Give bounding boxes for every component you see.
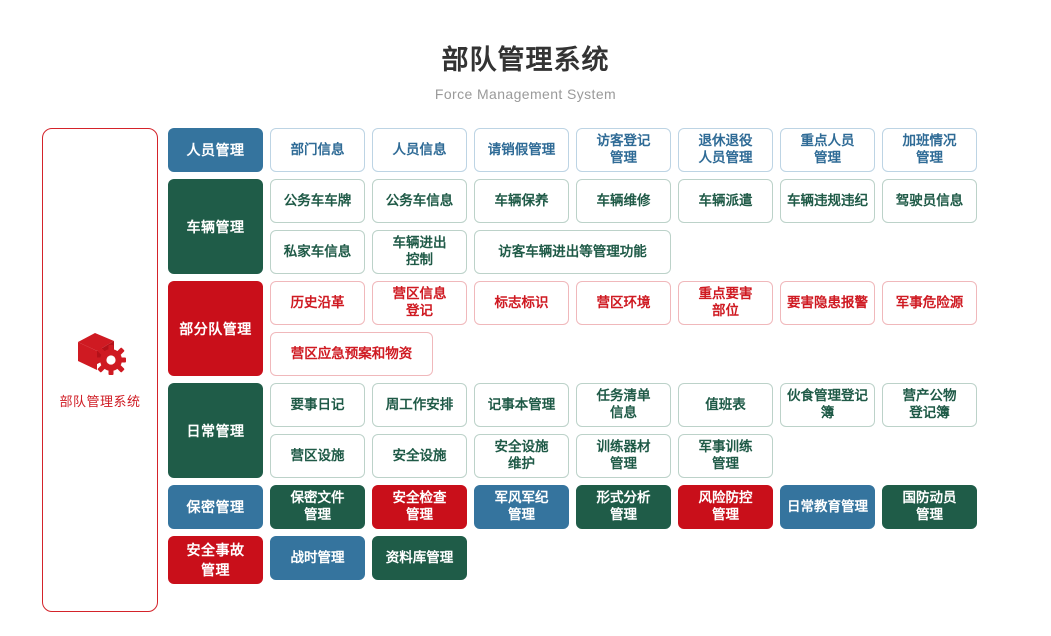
module-button[interactable]: 车辆保养 <box>474 179 569 223</box>
module-button[interactable]: 安全设施 <box>372 434 467 478</box>
module-button[interactable]: 军事危险源 <box>882 281 977 325</box>
section-rows: 公务车车牌公务车信息车辆保养车辆维修车辆派遣车辆违规违纪驾驶员信息私家车信息车辆… <box>270 179 1010 274</box>
page-header: 部队管理系统 Force Management System <box>0 0 1051 102</box>
section-label[interactable]: 安全事故 管理 <box>168 536 263 584</box>
page-title: 部队管理系统 <box>441 45 610 75</box>
module-button[interactable]: 标志标识 <box>474 281 569 325</box>
brand-label: 部队管理系统 <box>59 394 141 409</box>
module-button[interactable]: 资料库管理 <box>372 536 467 580</box>
module-button[interactable]: 伙食管理登记簿 <box>780 383 875 427</box>
module-button[interactable]: 记事本管理 <box>474 383 569 427</box>
module-row: 保密文件 管理安全检查 管理军风军纪 管理形式分析 管理风险防控 管理日常教育管… <box>270 485 1010 529</box>
module-section: 安全事故 管理战时管理资料库管理 <box>168 536 1010 584</box>
module-row: 战时管理资料库管理 <box>270 536 1010 580</box>
module-button[interactable]: 安全检查 管理 <box>372 485 467 529</box>
section-label[interactable]: 保密管理 <box>168 485 263 529</box>
module-grid: 人员管理部门信息人员信息请销假管理访客登记 管理退休退役 人员管理重点人员 管理… <box>168 128 1010 612</box>
module-row: 历史沿革营区信息 登记标志标识营区环境重点要害 部位要害隐患报警军事危险源 <box>270 281 1010 325</box>
module-button[interactable]: 值班表 <box>678 383 773 427</box>
module-button[interactable]: 营区设施 <box>270 434 365 478</box>
module-button[interactable]: 营区应急预案和物资 <box>270 332 433 376</box>
module-section: 部分队管理历史沿革营区信息 登记标志标识营区环境重点要害 部位要害隐患报警军事危… <box>168 281 1010 376</box>
section-label[interactable]: 日常管理 <box>168 383 263 478</box>
module-button[interactable]: 营区环境 <box>576 281 671 325</box>
module-button[interactable]: 风险防控 管理 <box>678 485 773 529</box>
module-button[interactable]: 形式分析 管理 <box>576 485 671 529</box>
module-button[interactable]: 营区信息 登记 <box>372 281 467 325</box>
module-button[interactable]: 重点要害 部位 <box>678 281 773 325</box>
section-label[interactable]: 部分队管理 <box>168 281 263 376</box>
module-section: 车辆管理公务车车牌公务车信息车辆保养车辆维修车辆派遣车辆违规违纪驾驶员信息私家车… <box>168 179 1010 274</box>
module-button[interactable]: 公务车车牌 <box>270 179 365 223</box>
module-row: 营区设施安全设施安全设施 维护训练器材 管理军事训练 管理 <box>270 434 1010 478</box>
module-row: 要事日记周工作安排记事本管理任务清单 信息值班表伙食管理登记簿营产公物 登记簿 <box>270 383 1010 427</box>
module-button[interactable]: 车辆维修 <box>576 179 671 223</box>
module-button[interactable]: 车辆进出 控制 <box>372 230 467 274</box>
module-button[interactable]: 保密文件 管理 <box>270 485 365 529</box>
module-button[interactable]: 重点人员 管理 <box>780 128 875 172</box>
module-button[interactable]: 历史沿革 <box>270 281 365 325</box>
module-button[interactable]: 请销假管理 <box>474 128 569 172</box>
module-button[interactable]: 人员信息 <box>372 128 467 172</box>
module-section: 人员管理部门信息人员信息请销假管理访客登记 管理退休退役 人员管理重点人员 管理… <box>168 128 1010 172</box>
module-button[interactable]: 要事日记 <box>270 383 365 427</box>
module-button[interactable]: 部门信息 <box>270 128 365 172</box>
module-row: 公务车车牌公务车信息车辆保养车辆维修车辆派遣车辆违规违纪驾驶员信息 <box>270 179 1010 223</box>
module-button[interactable]: 任务清单 信息 <box>576 383 671 427</box>
module-button[interactable]: 日常教育管理 <box>780 485 875 529</box>
module-button[interactable]: 访客登记 管理 <box>576 128 671 172</box>
module-button[interactable]: 周工作安排 <box>372 383 467 427</box>
module-button[interactable]: 要害隐患报警 <box>780 281 875 325</box>
module-button[interactable]: 国防动员 管理 <box>882 485 977 529</box>
module-row: 部门信息人员信息请销假管理访客登记 管理退休退役 人员管理重点人员 管理加班情况… <box>270 128 1010 172</box>
module-button[interactable]: 训练器材 管理 <box>576 434 671 478</box>
section-rows: 部门信息人员信息请销假管理访客登记 管理退休退役 人员管理重点人员 管理加班情况… <box>270 128 1010 172</box>
module-button[interactable]: 军风军纪 管理 <box>474 485 569 529</box>
module-button[interactable]: 驾驶员信息 <box>882 179 977 223</box>
section-rows: 历史沿革营区信息 登记标志标识营区环境重点要害 部位要害隐患报警军事危险源营区应… <box>270 281 1010 376</box>
page-subtitle: Force Management System <box>434 86 617 102</box>
module-button[interactable]: 战时管理 <box>270 536 365 580</box>
box-gear-icon <box>74 330 126 381</box>
module-button[interactable]: 营产公物 登记簿 <box>882 383 977 427</box>
section-rows: 保密文件 管理安全检查 管理军风军纪 管理形式分析 管理风险防控 管理日常教育管… <box>270 485 1010 529</box>
section-rows: 要事日记周工作安排记事本管理任务清单 信息值班表伙食管理登记簿营产公物 登记簿营… <box>270 383 1010 478</box>
module-button[interactable]: 访客车辆进出等管理功能 <box>474 230 671 274</box>
module-button[interactable]: 私家车信息 <box>270 230 365 274</box>
module-button[interactable]: 安全设施 维护 <box>474 434 569 478</box>
main-content: 部队管理系统 人员管理部门信息人员信息请销假管理访客登记 管理退休退役 人员管理… <box>42 128 1010 612</box>
section-label[interactable]: 车辆管理 <box>168 179 263 274</box>
module-row: 营区应急预案和物资 <box>270 332 1010 376</box>
module-button[interactable]: 军事训练 管理 <box>678 434 773 478</box>
brand-panel[interactable]: 部队管理系统 <box>42 128 158 612</box>
section-label[interactable]: 人员管理 <box>168 128 263 172</box>
module-button[interactable]: 加班情况 管理 <box>882 128 977 172</box>
module-button[interactable]: 公务车信息 <box>372 179 467 223</box>
module-row: 私家车信息车辆进出 控制访客车辆进出等管理功能 <box>270 230 1010 274</box>
module-section: 日常管理要事日记周工作安排记事本管理任务清单 信息值班表伙食管理登记簿营产公物 … <box>168 383 1010 478</box>
section-rows: 战时管理资料库管理 <box>270 536 1010 584</box>
module-button[interactable]: 车辆派遣 <box>678 179 773 223</box>
module-section: 保密管理保密文件 管理安全检查 管理军风军纪 管理形式分析 管理风险防控 管理日… <box>168 485 1010 529</box>
module-button[interactable]: 车辆违规违纪 <box>780 179 875 223</box>
module-button[interactable]: 退休退役 人员管理 <box>678 128 773 172</box>
